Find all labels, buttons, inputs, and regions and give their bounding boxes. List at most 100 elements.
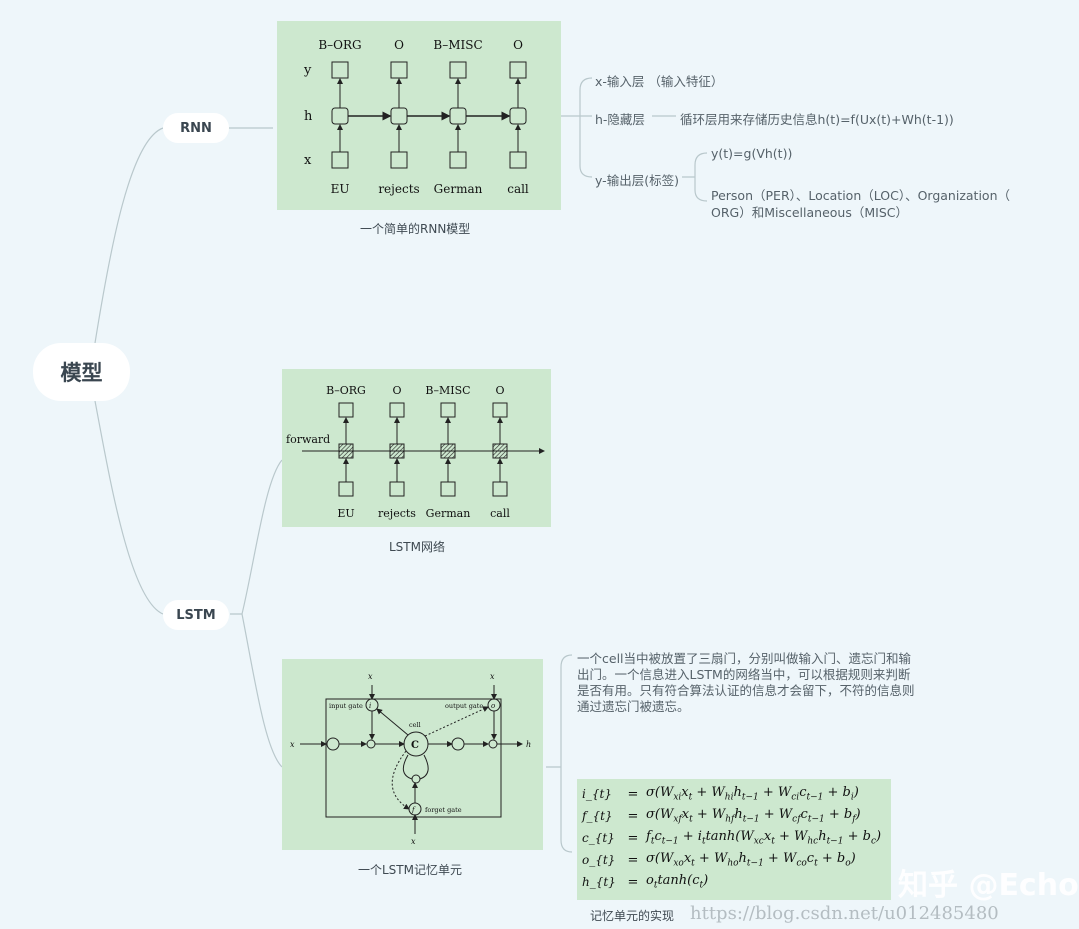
equation-row: f_{t} = σ(Wxfxt + Whfht−1 + Wcfct−1 + bf): [577, 805, 891, 827]
output-node: [440, 402, 456, 418]
output-node: [390, 61, 408, 79]
cell-x-top2-label: x: [490, 672, 495, 681]
output-label: O: [394, 38, 404, 52]
equation-row: h_{t} = ottanh(ct): [577, 871, 891, 893]
input-node: [390, 151, 408, 169]
equals-sign: =: [627, 830, 639, 846]
equation-lhs: h_{t}: [582, 875, 616, 889]
equation-rhs: σ(Wxoxt + Whoht−1 + Wcoct + bo): [646, 851, 856, 869]
lstm-node[interactable]: LSTM: [163, 600, 229, 630]
input-word: rejects: [378, 182, 419, 196]
lstm-cell-node: [338, 443, 354, 459]
lstm-cell-node: [389, 443, 405, 459]
input-word: EU: [337, 507, 354, 520]
equation-row: i_{t} = σ(Wxixt + Whiht−1 + Wcict−1 + bi): [577, 783, 891, 805]
cell-h-output-label: h: [526, 740, 531, 749]
output-label: B–MISC: [425, 384, 470, 397]
equation-rhs: σ(Wxfxt + Whfht−1 + Wcfct−1 + bf): [646, 807, 861, 825]
hidden-node: [390, 107, 408, 125]
lstm-cell-caption: 一个LSTM记忆单元: [358, 863, 462, 877]
equals-sign: =: [627, 852, 639, 868]
input-word: German: [426, 507, 471, 520]
leaf-y-labels-line2[interactable]: ORG）和Miscellaneous（MISC）: [711, 205, 908, 220]
hidden-node: [449, 107, 467, 125]
output-node: [331, 61, 349, 79]
csdn-watermark: https://blog.csdn.net/u012485480: [690, 903, 999, 924]
cell-x-top1-label: x: [368, 672, 373, 681]
output-node: [449, 61, 467, 79]
hidden-node: [331, 107, 349, 125]
equation-rhs: σ(Wxixt + Whiht−1 + Wcict−1 + bi): [646, 785, 859, 803]
rnn-node[interactable]: RNN: [163, 113, 229, 143]
leaf-y-labels-line1[interactable]: Person（PER）、Location（LOC）、Organization（: [711, 188, 1010, 203]
equation-lhs: o_{t}: [582, 853, 616, 867]
output-label: O: [392, 384, 401, 397]
cell-c-symbol: C: [411, 740, 419, 751]
output-label: B–ORG: [318, 38, 361, 52]
equation-row: c_{t} = ftct−1 + ittanh(Wxcxt + Whcht−1 + …: [577, 827, 891, 849]
o-gate-symbol: o: [491, 702, 495, 710]
output-label: B–MISC: [433, 38, 482, 52]
leaf-x-input-layer[interactable]: x-输入层 （输入特征）: [595, 74, 724, 89]
input-node: [440, 481, 456, 497]
output-node: [389, 402, 405, 418]
lstm-cell-image: x x x x h input gate output gate forget …: [282, 659, 543, 850]
lstm-equations: i_{t} = σ(Wxixt + Whiht−1 + Wcict−1 + bi) f…: [577, 779, 891, 900]
lstm-network-caption: LSTM网络: [389, 540, 445, 554]
row-label-y: y: [303, 63, 312, 78]
input-node: [338, 481, 354, 497]
equals-sign: =: [627, 786, 639, 802]
input-word: call: [490, 507, 510, 520]
forward-label: forward: [286, 433, 330, 446]
equation-lhs: i_{t}: [582, 787, 612, 801]
output-node: [338, 402, 354, 418]
root-node[interactable]: 模型: [33, 343, 130, 401]
input-node: [492, 481, 508, 497]
input-word: call: [507, 182, 529, 196]
f-gate-symbol: f: [411, 806, 416, 814]
equation-lhs: c_{t}: [582, 831, 615, 845]
lstm-cell-node: [440, 443, 456, 459]
leaf-h-detail[interactable]: 循环层用来存储历史信息h(t)=f(Ux(t)+Wh(t-1)): [680, 112, 954, 127]
equation-row: o_{t} = σ(Wxoxt + Whoht−1 + Wcoct + bo): [577, 849, 891, 871]
row-label-x: x: [304, 153, 312, 168]
equation-rhs: ftct−1 + ittanh(Wxcxt + Whcht−1 + bc): [646, 829, 882, 847]
input-word: rejects: [378, 507, 416, 520]
forget-gate-label: forget gate: [425, 806, 462, 814]
input-node: [389, 481, 405, 497]
equals-sign: =: [627, 808, 639, 824]
input-word: German: [434, 182, 483, 196]
row-label-h: h: [304, 109, 313, 124]
equation-rhs: ottanh(ct): [646, 873, 709, 891]
equals-sign: =: [627, 874, 639, 890]
lstm-description[interactable]: 一个cell当中被放置了三扇门，分别叫做输入门、遗忘门和输出门。一个信息进入LS…: [577, 651, 915, 714]
zhihu-watermark: 知乎 @Echo: [898, 868, 1079, 903]
output-gate-label: output gate: [445, 702, 483, 710]
output-label: O: [495, 384, 504, 397]
output-label: O: [513, 38, 523, 52]
output-node: [492, 402, 508, 418]
lstm-cell-node: [492, 443, 508, 459]
lstm-cell-diagram: x x x x h input gate output gate forget …: [290, 672, 531, 846]
cell-x-input-label: x: [290, 740, 295, 749]
cell-x-bottom-label: x: [411, 837, 416, 846]
input-node: [331, 151, 349, 169]
hidden-node: [509, 107, 527, 125]
equation-lhs: f_{t}: [582, 809, 613, 823]
input-node: [449, 151, 467, 169]
input-gate-label: input gate: [329, 702, 363, 710]
leaf-y-formula[interactable]: y(t)=g(Vh(t)): [711, 146, 793, 161]
leaf-h-hidden-layer[interactable]: h-隐藏层: [595, 112, 645, 127]
leaf-y-output-layer[interactable]: y-输出层(标签): [595, 173, 679, 188]
equations-caption: 记忆单元的实现: [590, 909, 675, 923]
cell-label: cell: [409, 721, 421, 729]
input-node: [509, 151, 527, 169]
rnn-caption: 一个简单的RNN模型: [360, 222, 471, 236]
input-word: EU: [331, 182, 350, 196]
output-node: [509, 61, 527, 79]
